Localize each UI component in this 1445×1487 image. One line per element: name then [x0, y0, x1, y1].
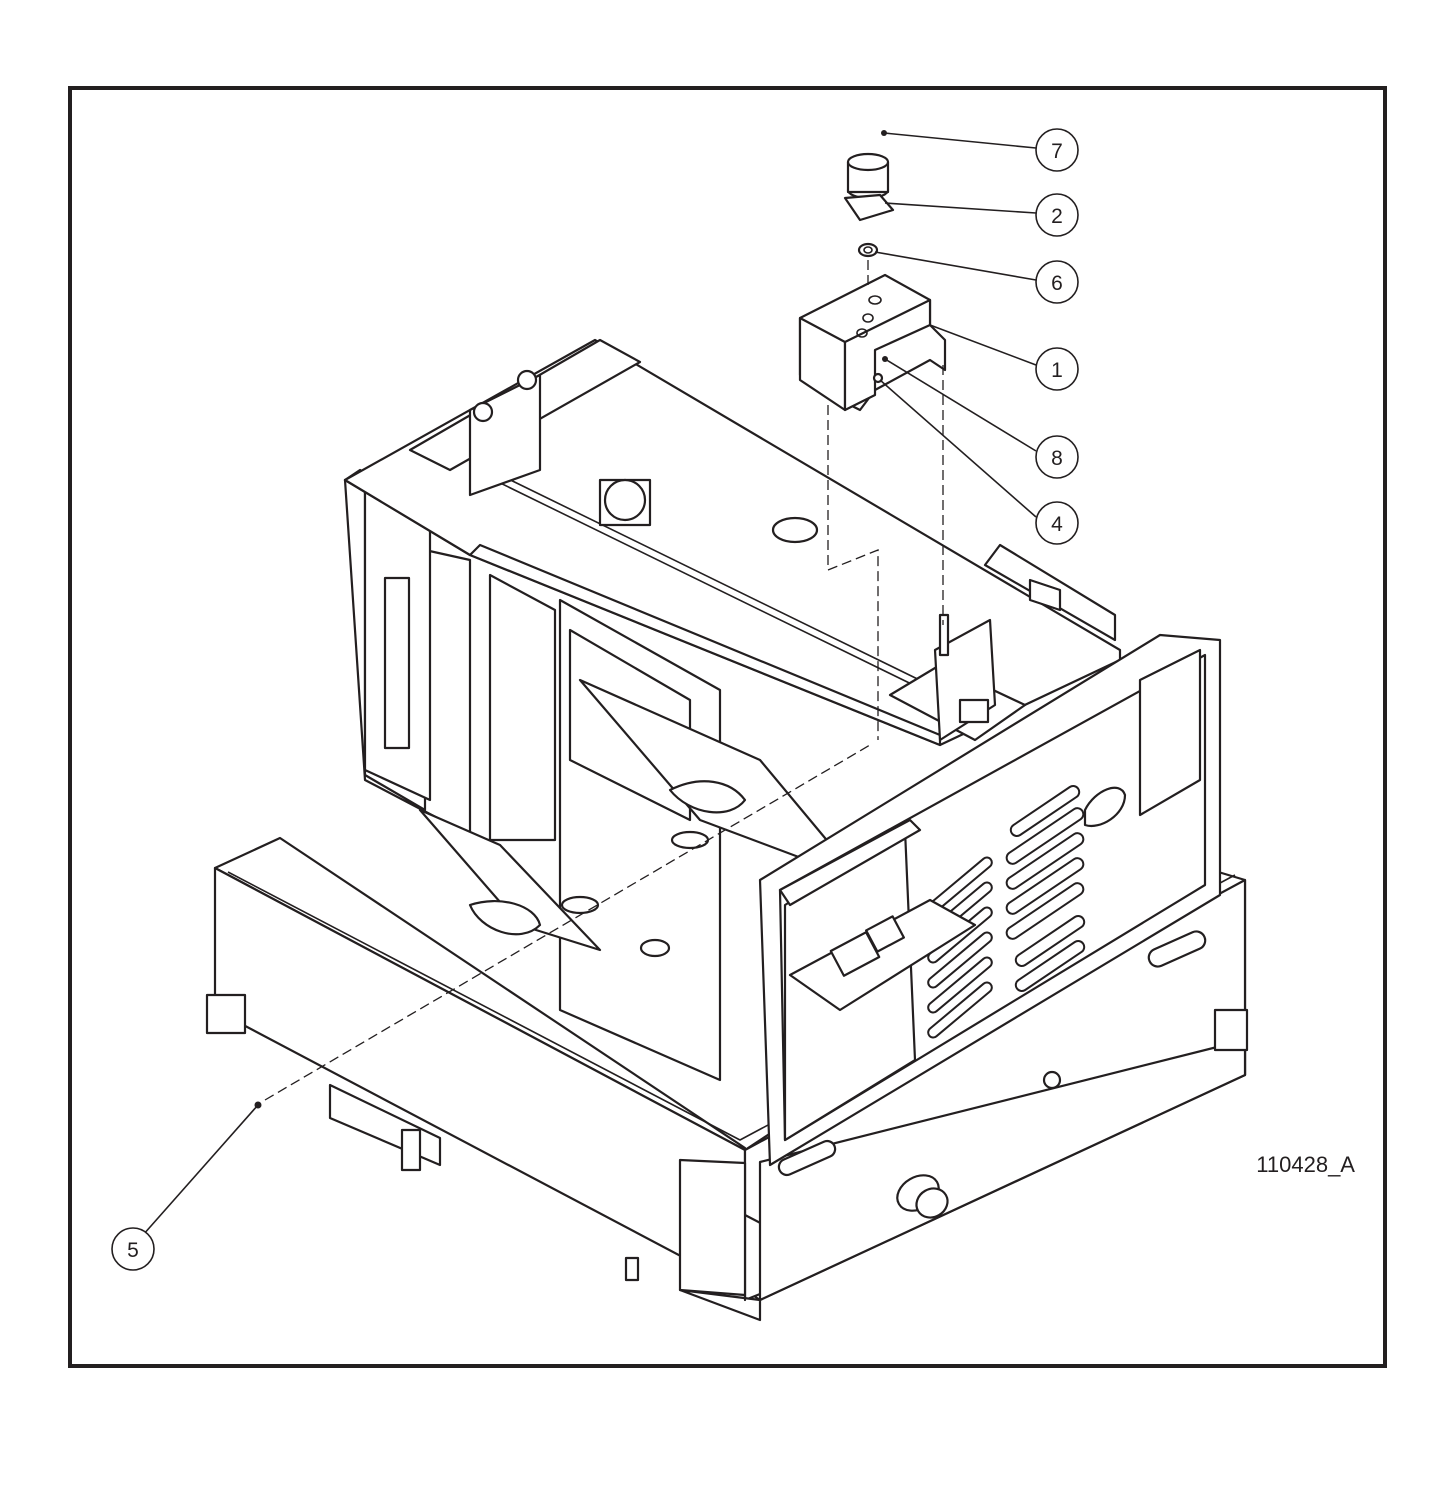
part-6-washer — [857, 242, 879, 258]
callout-6: 6 — [1035, 260, 1079, 304]
callout-4: 4 — [1035, 501, 1079, 545]
callout-4-label: 4 — [1051, 513, 1063, 536]
callout-leaders — [142, 132, 1037, 1236]
inner-bay — [418, 573, 862, 1082]
callout-2: 2 — [1035, 193, 1079, 237]
callout-8-label: 8 — [1051, 447, 1063, 470]
callout-1-label: 1 — [1051, 359, 1063, 382]
assembly-center-lines — [264, 260, 944, 1101]
callout-5-label: 5 — [127, 1239, 139, 1262]
right-side-panel — [758, 633, 1222, 1167]
callout-6-label: 6 — [1051, 272, 1063, 295]
callout-5: 5 — [111, 1227, 155, 1271]
drawing-number: 110428_A — [1256, 1152, 1355, 1177]
drawing-border — [68, 86, 1387, 1368]
mount-bracket-assembly — [888, 613, 1027, 742]
callout-7-label: 7 — [1051, 140, 1063, 163]
callout-1: 1 — [1035, 347, 1079, 391]
callout-7: 7 — [1035, 128, 1079, 172]
part-1-bracket — [798, 273, 947, 412]
part-2-actuator — [843, 152, 895, 222]
base-skid — [205, 836, 1249, 1322]
callout-2-label: 2 — [1051, 205, 1063, 228]
main-frame-top — [343, 338, 1122, 747]
callout-8: 8 — [1035, 435, 1079, 479]
